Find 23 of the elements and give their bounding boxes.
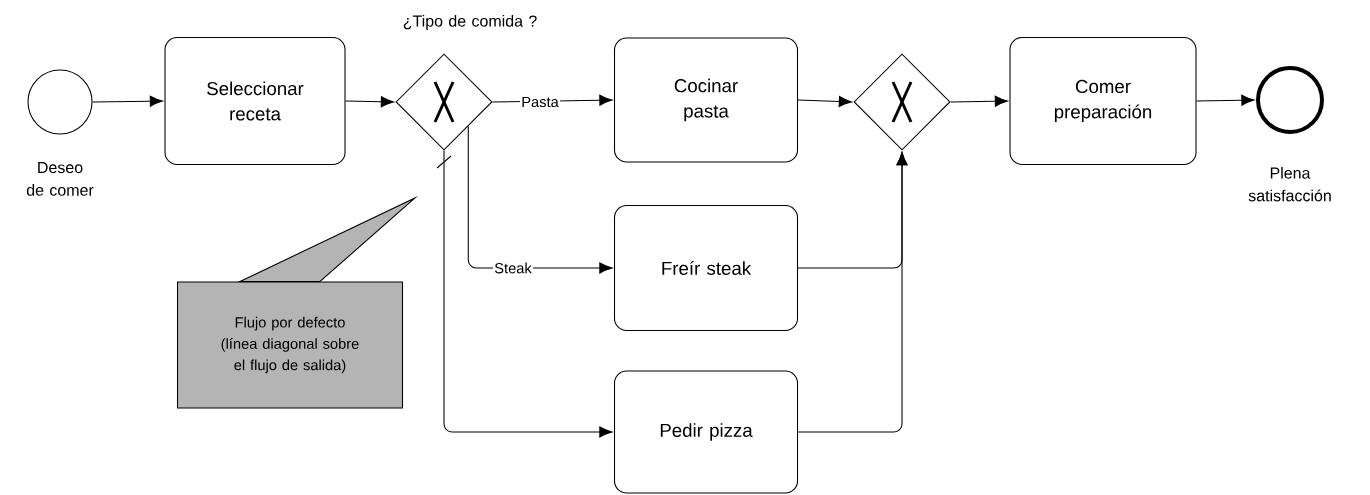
gateway-diamond xyxy=(395,53,493,151)
sequence-flow-arrow xyxy=(436,150,613,438)
task-box: Pedir pizza xyxy=(613,370,799,494)
start-event-circle xyxy=(27,69,93,135)
task-box: Cocinar pasta xyxy=(613,37,799,163)
sequence-flow-arrow xyxy=(345,96,394,108)
event-label: ¿Tipo de comida ? xyxy=(403,15,537,30)
task-box: Freír steak xyxy=(613,204,799,332)
sequence-flow-arrow xyxy=(1196,94,1255,106)
annotation-box: Flujo por defecto (línea diagonal sobre el flujo de salida) xyxy=(176,281,404,409)
task-box: Comer preparación xyxy=(1009,36,1197,166)
event-label: Deseo de comer xyxy=(26,162,94,196)
task-box: Seleccionar receta xyxy=(164,36,346,166)
sequence-flow-arrow xyxy=(950,95,1008,107)
sequence-flow-arrow xyxy=(797,152,908,433)
edge-label: Steak xyxy=(492,261,534,275)
sequence-flow-arrow xyxy=(797,95,852,108)
sequence-flow-arrow xyxy=(467,125,613,274)
edge-label: Pasta xyxy=(519,95,561,109)
gateway-diamond xyxy=(853,53,951,151)
end-event-circle xyxy=(1256,66,1324,134)
event-label: Plena satisfacción xyxy=(1248,167,1331,202)
sequence-flow-arrow xyxy=(92,95,163,107)
